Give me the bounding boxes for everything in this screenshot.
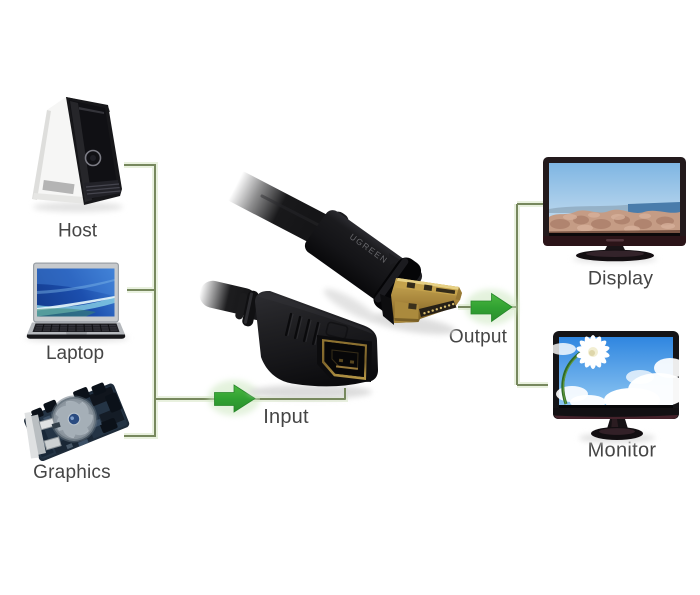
- svg-text:Graphics: Graphics: [33, 462, 111, 483]
- svg-text:Laptop: Laptop: [46, 343, 104, 364]
- svg-text:Display: Display: [588, 268, 653, 290]
- svg-text:Host: Host: [58, 221, 98, 242]
- svg-text:Output: Output: [449, 327, 508, 348]
- svg-text:Monitor: Monitor: [588, 440, 657, 462]
- svg-text:Input: Input: [263, 406, 309, 428]
